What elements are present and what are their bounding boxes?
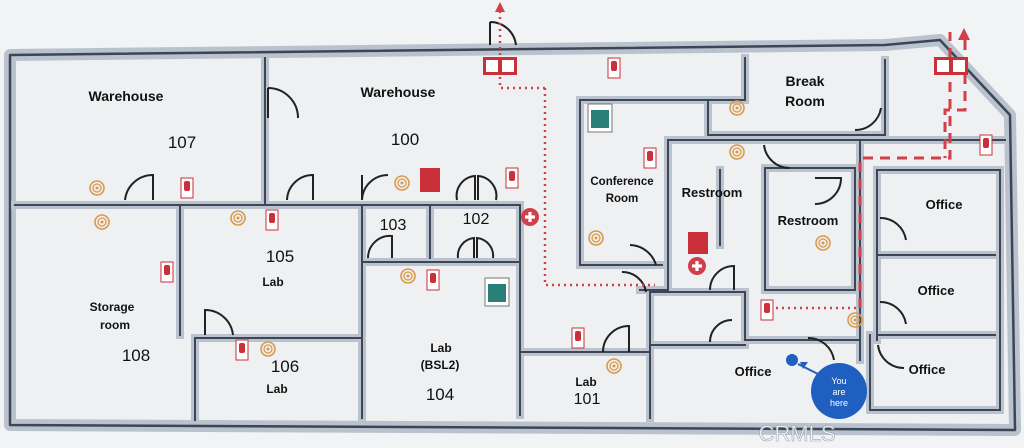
room-name: Storage	[90, 300, 135, 314]
location-dot-icon	[786, 354, 798, 366]
doors	[124, 20, 907, 370]
room-name: Lab	[430, 341, 451, 355]
first-aid-icon	[521, 208, 539, 226]
room-number: 108	[122, 346, 150, 365]
room-number: 102	[463, 211, 490, 228]
room-number: 101	[574, 391, 601, 408]
room-name: Restroom	[778, 213, 839, 228]
you-are-here-marker: You are here	[786, 354, 867, 419]
room-number: 107	[168, 133, 196, 152]
room-name: Lab	[575, 375, 596, 389]
room-name: Restroom	[682, 185, 743, 200]
fire-extinguisher-icon	[979, 134, 993, 156]
room-name: Break	[786, 73, 825, 89]
exit-arrow-northeast	[958, 28, 970, 40]
room-name: Office	[735, 364, 772, 379]
fire-extinguisher-icon	[160, 261, 174, 283]
room-name: room	[100, 318, 130, 332]
fire-extinguisher-icon	[180, 177, 194, 199]
fire-extinguisher-icon	[571, 327, 585, 349]
fire-extinguisher-icon	[426, 269, 440, 291]
fire-extinguisher-icon	[643, 147, 657, 169]
room-number: 105	[266, 247, 294, 266]
exit-sign-icon	[483, 57, 517, 75]
fire-extinguisher-icon	[265, 209, 279, 231]
room-name: Lab	[266, 382, 287, 396]
evacuation-route	[498, 10, 860, 310]
exit-arrow-north	[495, 2, 505, 12]
you-are-here-text: are	[832, 387, 845, 397]
room-number: 103	[380, 217, 407, 234]
room-name: Lab	[262, 275, 283, 289]
fire-extinguisher-icon	[505, 167, 519, 189]
room-number: 104	[426, 385, 454, 404]
emergency-eyewash-sign-icon	[587, 103, 613, 133]
fire-extinguisher-icon	[760, 299, 774, 321]
interior-walls	[11, 54, 1009, 424]
you-are-here-text: You	[831, 376, 846, 386]
room-name: (BSL2)	[421, 358, 460, 372]
emergency-eyewash-sign-icon	[484, 277, 510, 307]
room-name: Office	[926, 197, 963, 212]
fire-extinguisher-icon	[235, 339, 249, 361]
room-name: Room	[785, 93, 825, 109]
you-are-here-text: here	[830, 398, 848, 408]
first-aid-icon	[688, 257, 706, 275]
room-name: Conference	[590, 176, 653, 188]
room-name: Office	[909, 362, 946, 377]
room-name: Warehouse	[89, 88, 164, 104]
watermark: CRMLS	[758, 421, 835, 446]
safety-shower-sign-icon	[688, 232, 708, 254]
room-name: Office	[918, 283, 955, 298]
room-name: Room	[606, 193, 639, 205]
fire-extinguisher-icon	[607, 57, 621, 79]
room-labels: Warehouse 107 Warehouse 100 Break Room C…	[89, 73, 963, 408]
safety-shower-sign-icon	[420, 168, 440, 192]
room-name: Warehouse	[361, 84, 436, 100]
room-number: 106	[271, 357, 299, 376]
exit-sign-icon	[934, 57, 968, 75]
evacuation-route-main	[858, 32, 952, 308]
room-number: 100	[391, 130, 419, 149]
